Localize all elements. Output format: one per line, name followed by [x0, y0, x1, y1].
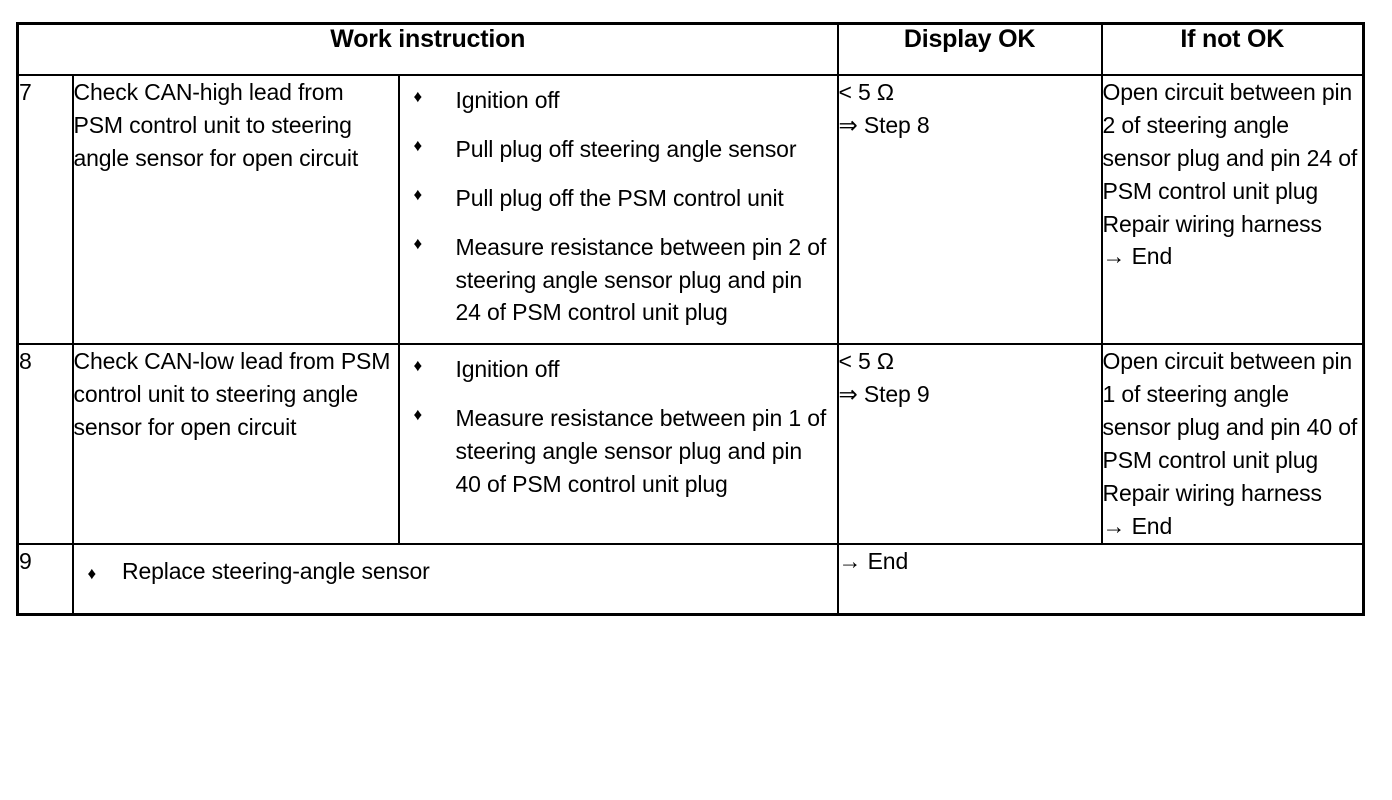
action-bullet-list: ♦ Ignition off ♦ Measure resistance betw…	[400, 345, 837, 515]
display-ok-cell: < 5 Ω ⇒ Step 8	[836, 73, 1103, 346]
step-actions: ♦ Replace steering-angle sensor	[71, 542, 839, 615]
column-header-if-not-ok: If not OK	[1100, 22, 1365, 76]
end-reference: → End	[1102, 243, 1173, 270]
repair-action: Repair wiring harness	[1102, 479, 1322, 506]
diagnostic-procedure-table: Work instruction Display OK If not OK 7 …	[16, 22, 1366, 616]
list-item-label: Measure resistance between pin 1 of stee…	[455, 405, 827, 497]
display-ok-cell: < 5 Ω ⇒ Step 9	[836, 343, 1103, 545]
repair-action: Repair wiring harness	[1102, 210, 1322, 237]
diamond-bullet-icon: ♦	[413, 233, 423, 253]
list-item: ♦ Measure resistance between pin 1 of st…	[414, 402, 827, 501]
measurement-value: < 5 Ω	[838, 348, 895, 375]
if-not-ok-cell: Open circuit between pin 2 of steering a…	[1100, 73, 1365, 346]
next-step-reference: ⇒ Step 8	[838, 111, 930, 138]
step-actions: ♦ Ignition off ♦ Measure resistance betw…	[397, 343, 839, 545]
step-number: 9	[16, 542, 74, 615]
step-instruction: Check CAN-low lead from PSM control unit…	[71, 343, 400, 545]
column-header-display-ok: Display OK	[836, 22, 1103, 76]
list-item: ♦ Ignition off	[414, 353, 827, 386]
if-not-ok-cell: Open circuit between pin 1 of steering a…	[1100, 343, 1365, 545]
fault-description: Open circuit between pin 2 of steering a…	[1102, 79, 1358, 204]
table-row: 7 Check CAN-high lead from PSM control u…	[16, 73, 1365, 346]
result-cell: → End	[836, 542, 1365, 615]
list-item-label: Pull plug off steering angle sensor	[455, 135, 797, 162]
diamond-bullet-icon: ♦	[413, 87, 423, 106]
step-instruction: Check CAN-high lead from PSM control uni…	[71, 73, 400, 346]
table-row: 9 ♦ Replace steering-angle sensor → End	[16, 542, 1365, 615]
list-item-label: Ignition off	[455, 87, 560, 113]
diamond-bullet-icon: ♦	[413, 356, 423, 376]
list-item: ♦ Measure resistance between pin 2 of st…	[414, 231, 827, 330]
end-reference: → End	[838, 547, 909, 574]
list-item-label: Replace steering-angle sensor	[122, 557, 430, 584]
action-bullet-list: ♦ Ignition off ♦ Pull plug off steering …	[400, 76, 837, 343]
fault-description: Open circuit between pin 1 of steering a…	[1102, 348, 1358, 473]
list-item: ♦ Ignition off	[414, 84, 827, 117]
diamond-bullet-icon: ♦	[413, 184, 423, 204]
diamond-bullet-icon: ♦	[413, 405, 423, 425]
step-actions: ♦ Ignition off ♦ Pull plug off steering …	[397, 73, 839, 346]
diamond-bullet-icon: ♦	[413, 135, 423, 155]
end-reference: → End	[1102, 512, 1173, 539]
measurement-value: < 5 Ω	[838, 79, 895, 105]
step-number: 8	[16, 343, 74, 545]
list-item-label: Measure resistance between pin 2 of stee…	[455, 233, 827, 326]
table-row: 8 Check CAN-low lead from PSM control un…	[16, 343, 1365, 545]
column-header-work-instruction: Work instruction	[16, 22, 839, 76]
table-header-row: Work instruction Display OK If not OK	[16, 22, 1365, 76]
list-item: ♦ Pull plug off the PSM control unit	[414, 182, 827, 215]
step-number: 7	[16, 73, 74, 346]
list-item: ♦ Pull plug off steering angle sensor	[414, 133, 827, 166]
list-item-label: Ignition off	[455, 356, 560, 383]
list-item-label: Pull plug off the PSM control unit	[455, 184, 784, 211]
diamond-bullet-icon: ♦	[87, 563, 97, 583]
next-step-reference: ⇒ Step 9	[838, 381, 930, 408]
